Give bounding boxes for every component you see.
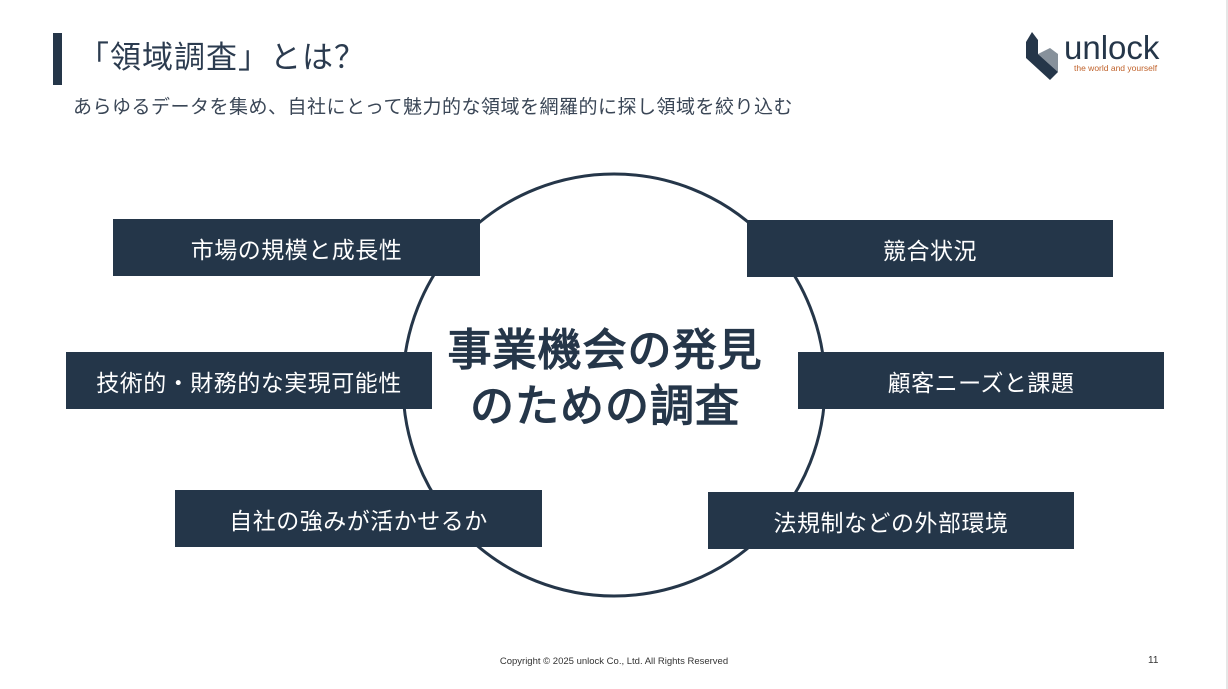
center-title-line1: 事業機会の発見 bbox=[447, 325, 763, 376]
slide-title: 「領域調査」とは？ bbox=[78, 40, 366, 76]
logo-tagline: the world and yourself bbox=[1074, 63, 1158, 73]
item-competition: 競合状況 bbox=[747, 220, 1113, 277]
item-regulations: 法規制などの外部環境 bbox=[708, 492, 1074, 549]
slide-edge bbox=[1226, 0, 1228, 689]
unlock-logo: unlock the world and yourself bbox=[1024, 30, 1184, 82]
item-label: 技術的・財務的な実現可能性 bbox=[96, 370, 402, 397]
logo-wordmark: unlock bbox=[1064, 29, 1160, 66]
item-label: 法規制などの外部環境 bbox=[773, 510, 1009, 537]
title-accent-bar bbox=[53, 33, 62, 85]
item-label: 自社の強みが活かせるか bbox=[229, 508, 488, 535]
item-own-strengths: 自社の強みが活かせるか bbox=[175, 490, 542, 547]
center-title-line2: のための調査 bbox=[470, 381, 740, 432]
item-market-size: 市場の規模と成長性 bbox=[113, 219, 480, 276]
footer-copyright: Copyright © 2025 unlock Co., Ltd. All Ri… bbox=[499, 656, 729, 667]
unlock-logo-mark-icon bbox=[1026, 32, 1058, 80]
item-label: 市場の規模と成長性 bbox=[190, 237, 403, 264]
diagram-center-title: 事業機会の発見 のための調査 bbox=[420, 323, 790, 435]
item-label: 顧客ニーズと課題 bbox=[887, 370, 1075, 397]
page-number: 11 bbox=[1148, 655, 1159, 666]
item-customer-needs: 顧客ニーズと課題 bbox=[798, 352, 1164, 409]
item-feasibility: 技術的・財務的な実現可能性 bbox=[66, 352, 432, 409]
item-label: 競合状況 bbox=[883, 238, 977, 265]
slide-subtitle: あらゆるデータを集め、自社にとって魅力的な領域を網羅的に探し領域を絞り込む bbox=[73, 96, 793, 118]
